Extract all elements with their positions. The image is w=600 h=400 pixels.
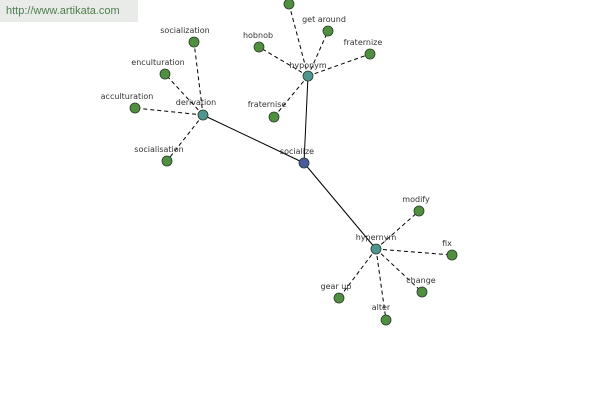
label-socialization: socialization [160,26,209,35]
label-acculturation: acculturation [101,92,154,101]
node-change[interactable] [416,286,428,298]
node-hypernym[interactable] [370,243,382,255]
label-hypernym: hypernym [356,233,397,242]
label-modify: modify [402,195,430,204]
graph-nodes [129,0,458,326]
label-fix: fix [442,239,452,248]
label-fraternise: fraternise [248,100,287,109]
node-get-around[interactable] [322,25,334,37]
edge-socialize-hyponym [303,75,309,164]
label-fraternize: fraternize [344,38,383,47]
edge-hypernym-alter [375,248,387,321]
node-fix[interactable] [446,249,458,261]
watermark: http://www.artikata.com [0,0,138,22]
edge-hyponym-hobnob [258,46,309,77]
node-modify[interactable] [413,205,425,217]
edge-hyponym-item-0 [288,3,309,77]
edge-socialize-derivation [202,114,305,164]
edge-hyponym-get-around [307,30,329,77]
label-get-around: get around [302,15,346,24]
node-fraternize[interactable] [364,48,376,60]
label-socialisation: socialisation [134,145,183,154]
label-alter: alter [372,303,391,312]
graph-labels: socialize derivation socialization encultur… [101,15,453,312]
label-hyponym: hyponym [289,61,327,70]
label-derivation: derivation [176,98,216,107]
node-acculturation[interactable] [129,102,141,114]
node-hyponym[interactable] [302,70,314,82]
node-item-0[interactable] [283,0,295,10]
graph-edges [134,3,453,321]
node-alter[interactable] [380,314,392,326]
label-hobnob: hobnob [243,31,273,40]
node-socialisation[interactable] [161,155,173,167]
label-change: change [406,276,436,285]
edge-hypernym-change [375,248,423,293]
edge-hyponym-fraternize [307,53,371,77]
node-derivation[interactable] [197,109,209,121]
label-enculturation: enculturation [131,58,184,67]
edge-derivation-acculturation [134,107,204,116]
label-socialize: socialize [280,147,314,156]
edge-hypernym-fix [375,248,453,256]
node-enculturation[interactable] [159,68,171,80]
edge-derivation-socialisation [166,114,204,162]
node-fraternise[interactable] [268,111,280,123]
node-hobnob[interactable] [253,41,265,53]
edge-hypernym-modify [375,210,420,250]
node-socialization[interactable] [188,36,200,48]
edge-derivation-enculturation [164,73,204,116]
edge-hyponym-fraternise [273,75,309,118]
edge-derivation-socialization [193,41,204,116]
edge-socialize-hypernym [303,162,377,250]
node-gear-up[interactable] [333,292,345,304]
edge-hypernym-gear-up [338,248,377,299]
label-gear-up: gear up [321,282,352,291]
node-socialize[interactable] [298,157,310,169]
